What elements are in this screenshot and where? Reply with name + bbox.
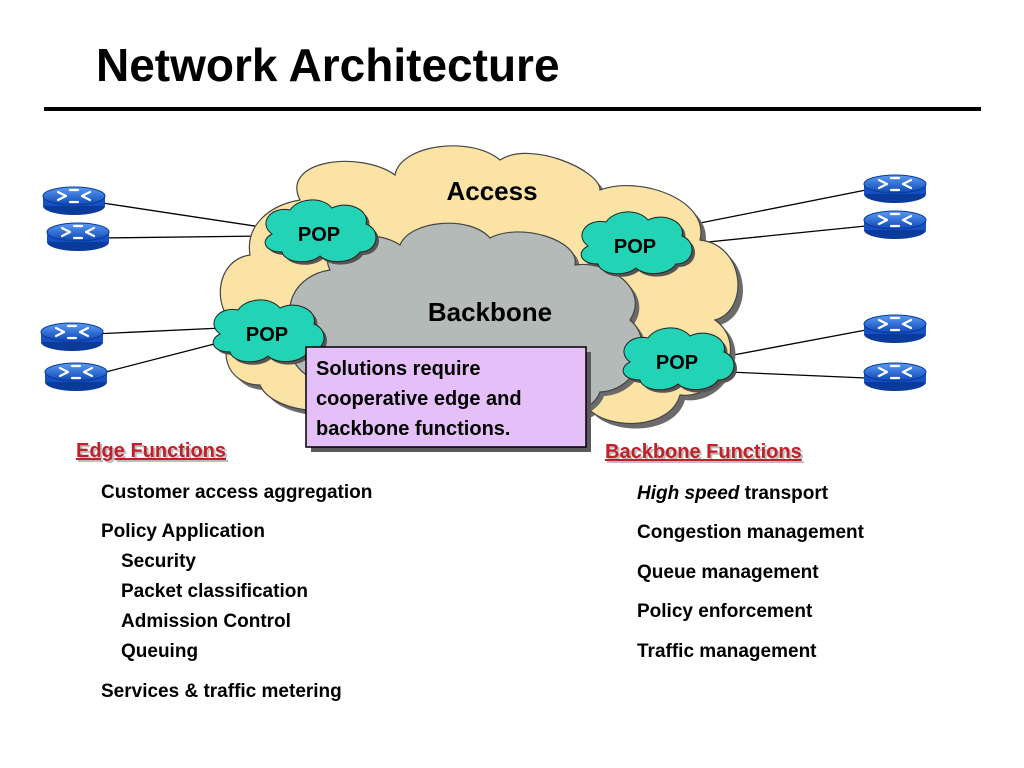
- edge-functions-heading: Edge Functions: [76, 440, 226, 462]
- router-links: [93, 189, 867, 379]
- backbone-item: Congestion management: [637, 522, 864, 543]
- svg-text:Solutions require cooper: Solutions require cooperative edge and b…: [316, 358, 527, 440]
- access-label: Access: [446, 176, 537, 206]
- backbone-label: Backbone: [428, 297, 552, 327]
- router-icon: [39, 321, 105, 353]
- backbone-item: Policy enforcement: [637, 601, 813, 622]
- router-icon: [862, 361, 928, 393]
- link-line: [93, 327, 223, 335]
- router-icon: [41, 185, 107, 217]
- pop-cloud: POP: [580, 211, 696, 277]
- pop-cloud: POP: [622, 327, 738, 393]
- pop-label: POP: [656, 352, 698, 374]
- link-line: [727, 329, 867, 357]
- router-icon: [862, 209, 928, 241]
- edge-item: Policy Application: [101, 521, 265, 542]
- router-icon: [45, 221, 111, 253]
- link-line: [97, 341, 223, 375]
- backbone-item: Traffic management: [637, 641, 817, 662]
- link-line: [689, 189, 867, 226]
- router-icon: [862, 173, 928, 205]
- pop-label: POP: [298, 224, 340, 246]
- callout-line: backbone functions.: [316, 418, 510, 440]
- backbone-item: High speed transport: [637, 483, 828, 505]
- page-title: Network Architecture: [96, 39, 560, 91]
- callout-line: Solutions require: [316, 358, 480, 380]
- router-icon: [43, 361, 109, 393]
- title-rule: [44, 107, 981, 111]
- callout-box: Solutions require cooperative edge and b…: [305, 346, 591, 452]
- router-icon: [862, 313, 928, 345]
- link-line: [727, 371, 867, 379]
- callout-line: cooperative edge and: [316, 388, 522, 410]
- backbone-functions-heading: Backbone Functions: [605, 441, 802, 463]
- edge-item: Customer access aggregation: [101, 482, 373, 503]
- pop-cloud: POP: [264, 199, 380, 265]
- pop-cloud: POP: [212, 299, 328, 365]
- backbone-item: Queue management: [637, 562, 819, 583]
- edge-subitem: Queuing: [121, 641, 199, 662]
- edge-subitem: Admission Control: [121, 611, 291, 632]
- pop-label: POP: [246, 324, 288, 346]
- link-line: [99, 235, 269, 239]
- edge-subitem: Security: [121, 551, 196, 572]
- edge-subitem: Packet classification: [121, 581, 308, 602]
- edge-item: Services & traffic metering: [101, 681, 342, 702]
- link-line: [95, 201, 269, 229]
- link-line: [687, 225, 867, 245]
- pop-label: POP: [614, 236, 656, 258]
- backbone-item-emphasis: High speed: [637, 483, 740, 504]
- backbone-item-text: transport: [739, 483, 829, 504]
